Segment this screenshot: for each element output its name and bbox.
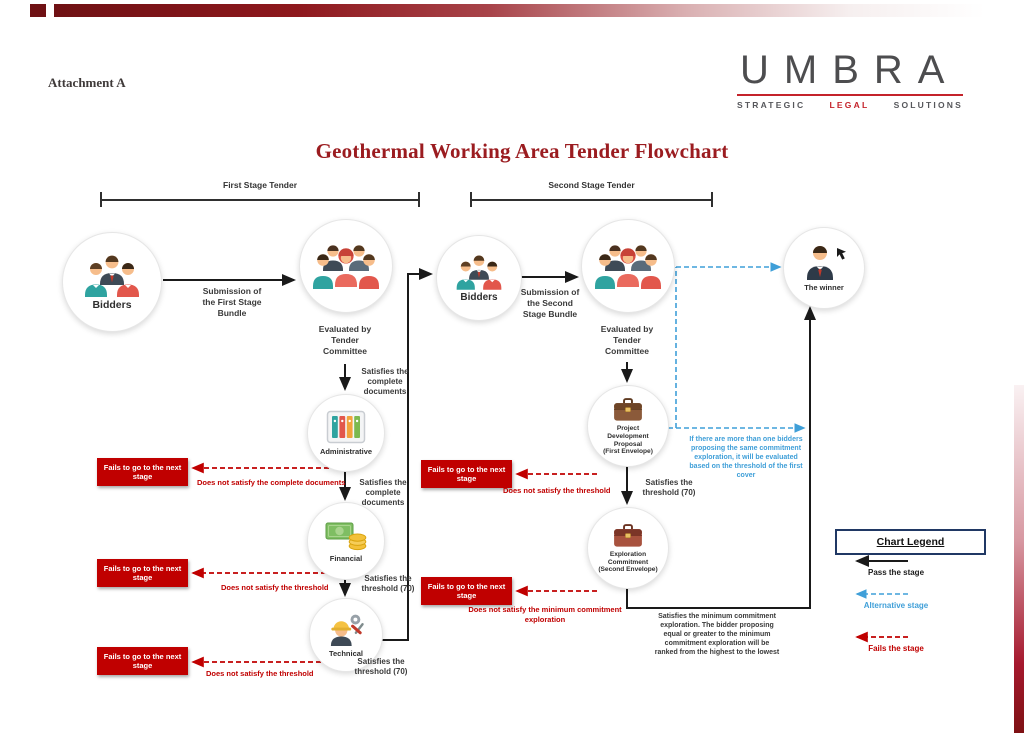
binders-icon bbox=[326, 410, 366, 444]
tagline-legal: LEGAL bbox=[829, 100, 870, 110]
edge-label-not-satisfy-threshold-1: Does not satisfy the threshold bbox=[221, 583, 329, 592]
top-accent-bar bbox=[54, 4, 1024, 17]
edge-label-not-satisfy-threshold-2: Does not satisfy the threshold bbox=[206, 669, 314, 678]
top-accent-square bbox=[30, 4, 46, 17]
edge-label-not-satisfy-minimum: Does not satisfy the minimum commitment … bbox=[468, 605, 622, 624]
legend-title: Chart Legend bbox=[876, 536, 945, 548]
committee-group-icon bbox=[595, 245, 661, 289]
second-stage-bracket-line bbox=[470, 199, 713, 201]
proposal-label: Project Development Proposal (First Enve… bbox=[603, 424, 653, 456]
first-stage-bracket-right-tick bbox=[418, 192, 420, 207]
edge-label-submission-second: Submission of the Second Stage Bundle bbox=[520, 287, 580, 319]
edge-label-tie-note: If there are more than one bidders propo… bbox=[689, 436, 803, 479]
edge-exploration-to-winner bbox=[626, 306, 816, 609]
winner-label: The winner bbox=[804, 283, 844, 292]
legend-item-pass: Pass the stage bbox=[867, 568, 925, 577]
node-tender-committee-1 bbox=[299, 219, 393, 313]
engineer-icon bbox=[330, 614, 364, 646]
cursor-icon bbox=[837, 248, 846, 260]
node-winner: The winner bbox=[783, 227, 865, 309]
technical-label: Technical bbox=[328, 649, 364, 658]
legend-item-fails: Fails the stage bbox=[868, 644, 924, 653]
edge-label-satisfies-threshold-3: Satisfies the threshold (70) bbox=[642, 478, 696, 498]
first-stage-label: First Stage Tender bbox=[223, 180, 297, 190]
administrative-label: Administrative bbox=[319, 447, 373, 456]
edge-label-satisfies-threshold-2: Satisfies the threshold (70) bbox=[354, 657, 408, 677]
tagline-solutions: SOLUTIONS bbox=[893, 100, 963, 110]
brand-logo: UMBRA bbox=[740, 48, 960, 92]
edge-label-satisfies-minimum: Satisfies the minimum commitment explora… bbox=[654, 613, 780, 656]
people-group-icon bbox=[85, 255, 139, 297]
committee2-label: Evaluated by Tender Committee bbox=[600, 324, 654, 356]
node-tender-committee-2 bbox=[581, 219, 675, 313]
committee1-label: Evaluated by Tender Committee bbox=[318, 324, 372, 356]
businessman-icon bbox=[807, 246, 846, 280]
briefcase-icon bbox=[614, 397, 642, 421]
briefcase-icon bbox=[614, 523, 642, 547]
financial-label: Financial bbox=[329, 554, 363, 563]
edge-label-submission-first: Submission of the First Stage Bundle bbox=[202, 286, 262, 318]
first-stage-bracket-left-tick bbox=[100, 192, 102, 207]
edge-label-satisfies-docs-2: Satisfies the complete documents bbox=[359, 478, 407, 508]
fail-box-proposal: Fails to go to the next stage bbox=[421, 460, 512, 488]
bidders1-label: Bidders bbox=[92, 298, 132, 311]
brand-tagline: STRATEGIC LEGAL SOLUTIONS bbox=[737, 100, 963, 110]
page-title: Geothermal Working Area Tender Flowchart bbox=[315, 139, 729, 163]
fail-box-administrative: Fails to go to the next stage bbox=[97, 458, 188, 486]
right-accent-bar bbox=[1014, 385, 1024, 733]
second-stage-bracket-left-tick bbox=[470, 192, 472, 207]
second-stage-bracket-right-tick bbox=[711, 192, 713, 207]
edge-label-satisfies-docs-1: Satisfies the complete documents bbox=[361, 367, 409, 397]
people-group-icon bbox=[456, 254, 502, 290]
first-stage-bracket-line bbox=[100, 199, 420, 201]
exploration-label: Exploration Commitment (Second Envelope) bbox=[598, 550, 658, 574]
legend-title-box: Chart Legend bbox=[835, 529, 986, 555]
committee-group-icon bbox=[313, 245, 379, 289]
brand-rule bbox=[737, 94, 963, 96]
node-technical: Technical bbox=[309, 598, 383, 672]
edge-label-not-satisfy-threshold-3: Does not satisfy the threshold bbox=[503, 486, 611, 495]
fail-box-technical: Fails to go to the next stage bbox=[97, 647, 188, 675]
node-bidders-second-stage: Bidders bbox=[436, 235, 522, 321]
fail-box-financial: Fails to go to the next stage bbox=[97, 559, 188, 587]
cash-coins-icon bbox=[325, 522, 367, 551]
node-project-development-proposal: Project Development Proposal (First Enve… bbox=[587, 385, 669, 467]
tagline-strategic: STRATEGIC bbox=[737, 100, 806, 110]
node-bidders-first-stage: Bidders bbox=[62, 232, 162, 332]
bidders2-label: Bidders bbox=[460, 291, 498, 303]
fail-box-exploration: Fails to go to the next stage bbox=[421, 577, 512, 605]
edge-technical-to-bidders2 bbox=[381, 268, 433, 641]
second-stage-label: Second Stage Tender bbox=[548, 180, 635, 190]
legend-item-alternative: Alternative stage bbox=[863, 601, 929, 610]
node-financial: Financial bbox=[307, 502, 385, 580]
edge-label-not-satisfy-docs: Does not satisfy the complete documents bbox=[197, 478, 346, 487]
edge-label-satisfies-threshold-1: Satisfies the threshold (70) bbox=[361, 574, 415, 594]
node-administrative: Administrative bbox=[307, 394, 385, 472]
attachment-label: Attachment A bbox=[48, 75, 126, 90]
node-exploration-commitment: Exploration Commitment (Second Envelope) bbox=[587, 507, 669, 589]
